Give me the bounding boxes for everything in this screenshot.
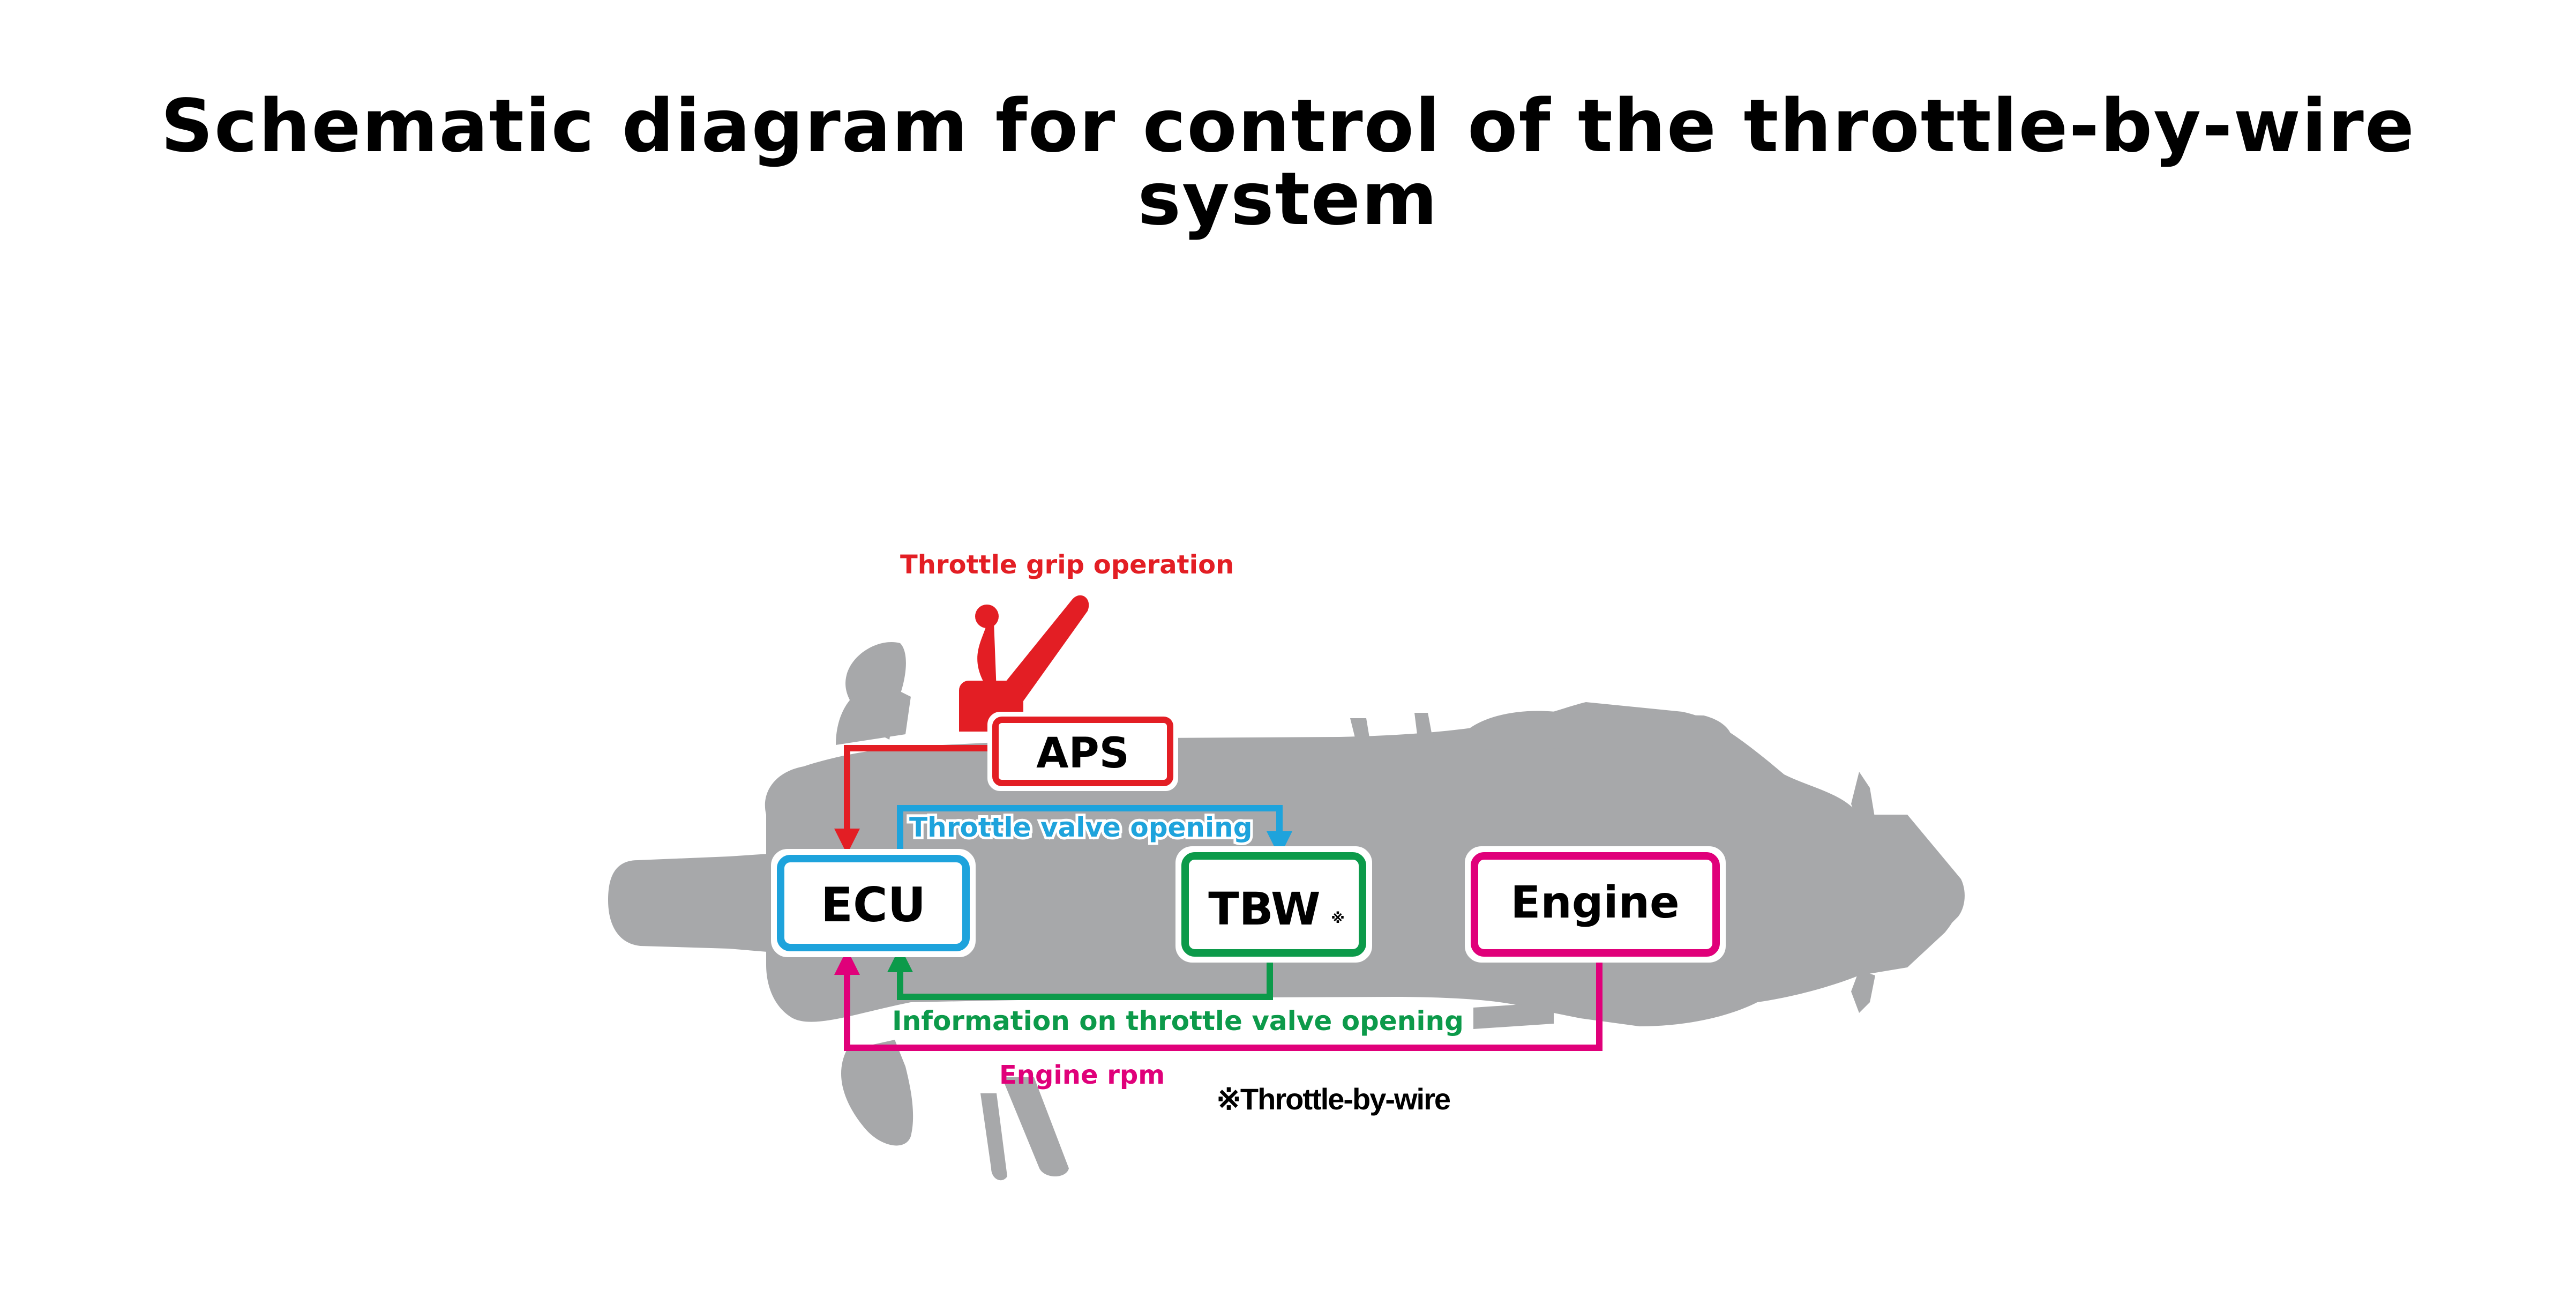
aps-box: APS xyxy=(987,712,1178,791)
tbw-box: TBW ※ xyxy=(1175,846,1372,963)
throttle-by-wire-footnote: ※Throttle-by-wire xyxy=(1216,1082,1450,1116)
aps-to-ecu-connector xyxy=(834,745,994,854)
page-title: Schematic diagram for control of the thr… xyxy=(160,84,2416,242)
ecu-box: ECU xyxy=(771,849,976,957)
ecu-to-tbw-connector xyxy=(897,805,1292,858)
tbw-label: TBW xyxy=(1208,883,1320,935)
throttle-grip-icon xyxy=(959,595,1089,732)
throttle-valve-opening-label: Throttle valve opening xyxy=(909,812,1253,843)
engine-rpm-label: Engine rpm xyxy=(999,1060,1165,1090)
engine-box: Engine xyxy=(1465,846,1726,963)
engine-label: Engine xyxy=(1510,877,1679,928)
throttle-grip-operation-label: Throttle grip operation xyxy=(900,550,1234,580)
tbw-to-ecu-connector xyxy=(887,946,1273,1000)
engine-to-ecu-connector xyxy=(834,949,1602,1051)
aps-label: APS xyxy=(1036,729,1129,778)
ecu-label: ECU xyxy=(821,877,926,933)
info-throttle-valve-label: Information on throttle valve opening xyxy=(892,1005,1464,1037)
tbw-footnote-mark: ※ xyxy=(1331,911,1344,927)
